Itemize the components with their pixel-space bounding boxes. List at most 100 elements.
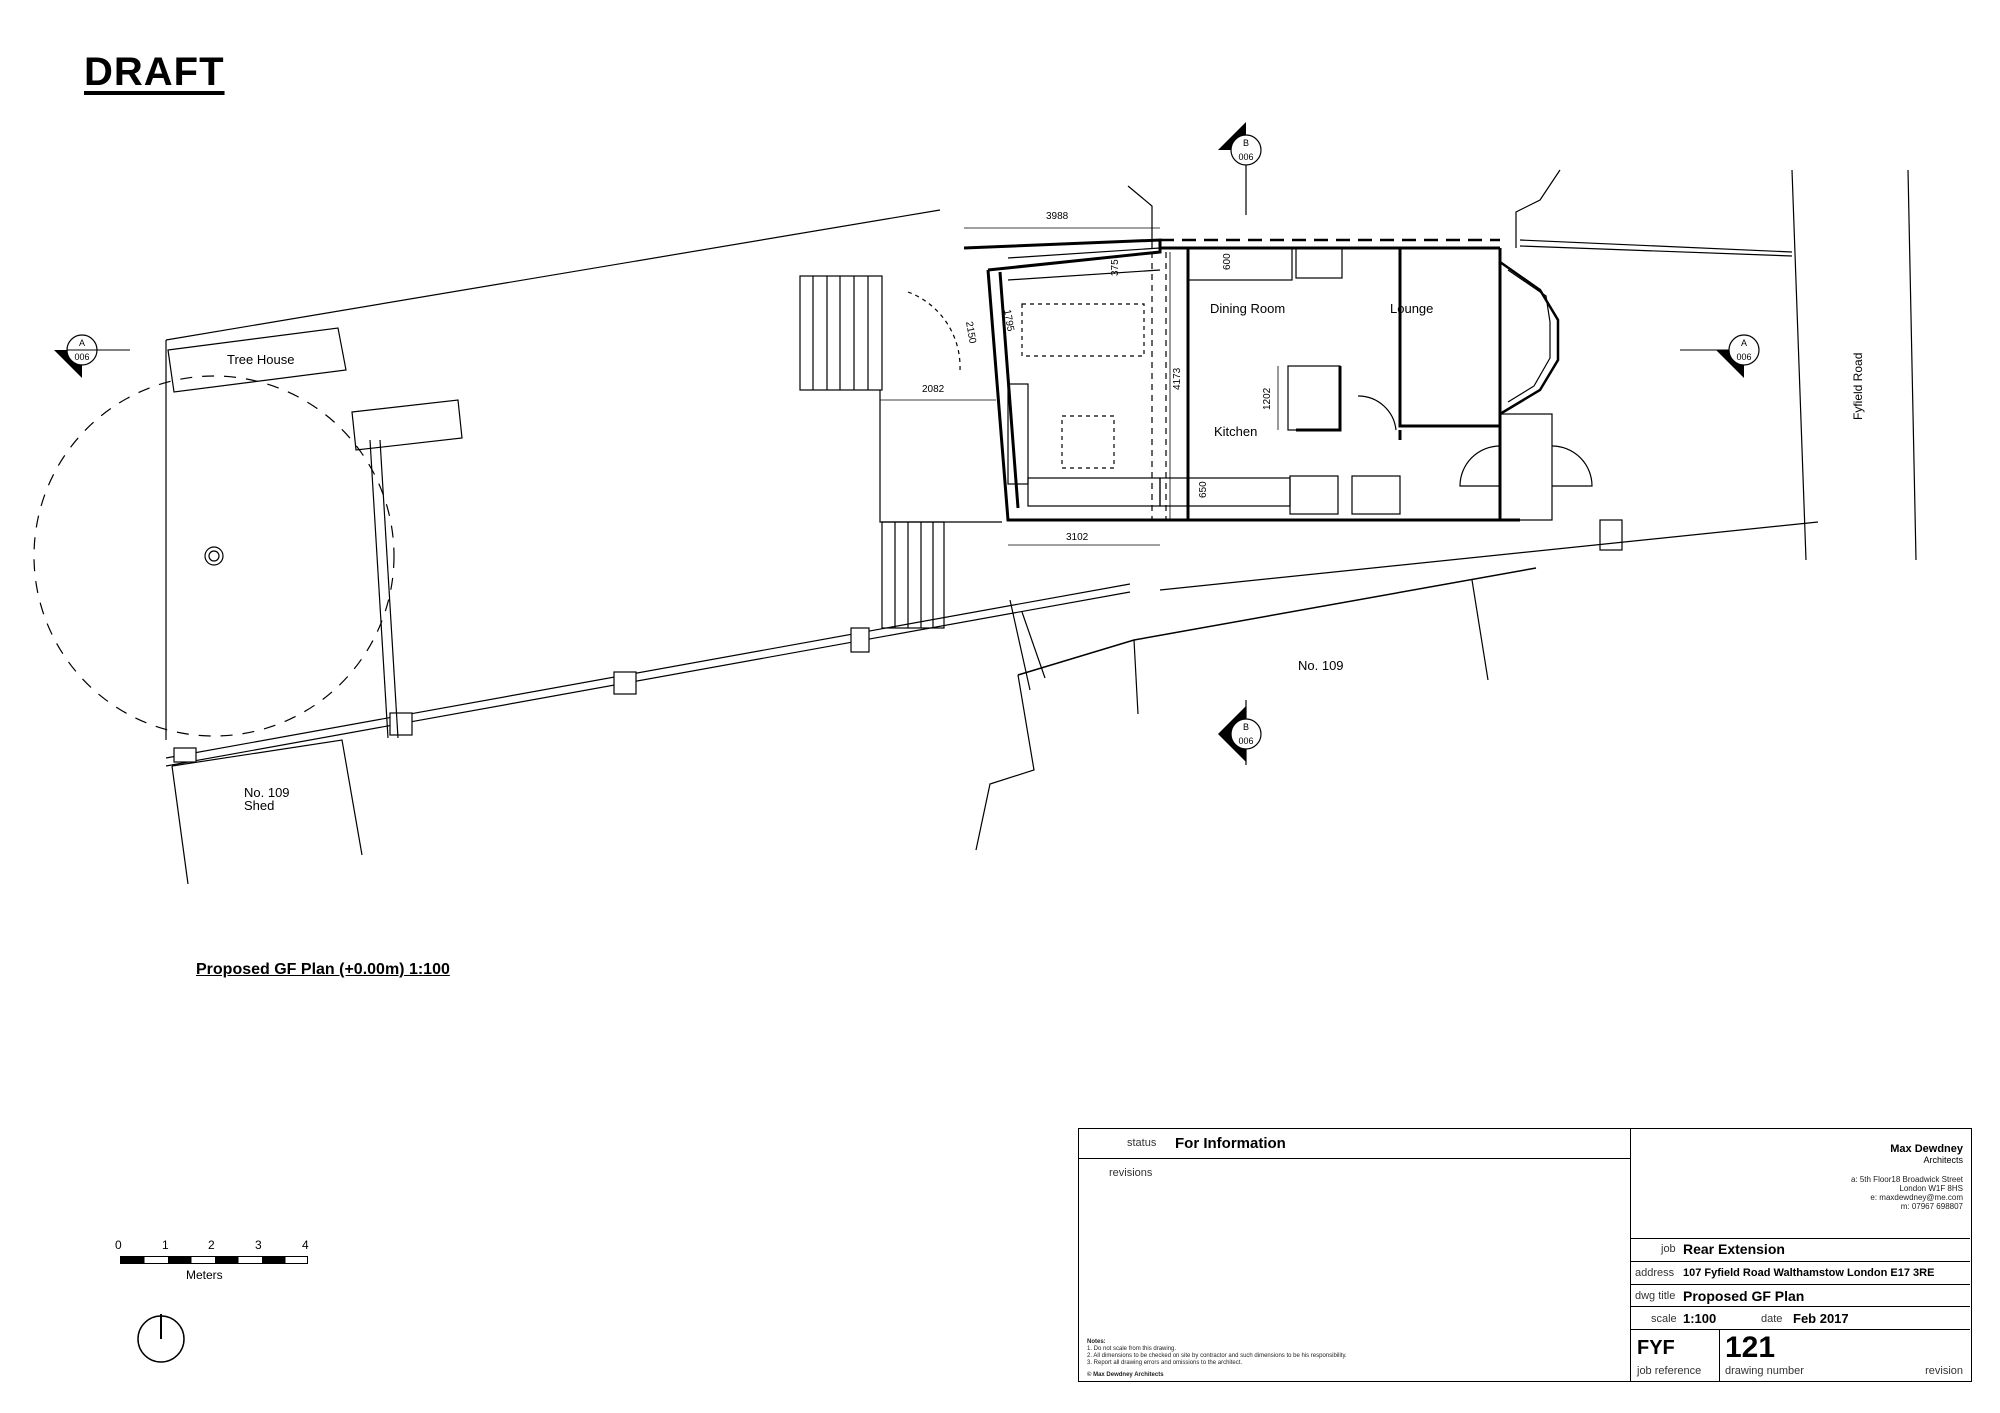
scale-tick: 0 [115,1238,122,1252]
job-value: Rear Extension [1683,1241,1785,1257]
neighbour-house-outline [1017,567,1537,676]
scale-tick: 4 [302,1238,309,1252]
front-boundary [1519,239,1793,253]
dim-1795: 1795 [1001,309,1016,333]
firm-name: Max Dewdney [1890,1143,1963,1155]
dim-4173: 4173 [1172,367,1183,390]
dim-3988: 3988 [1046,211,1069,222]
dwg-title-key: dwg title [1635,1290,1676,1302]
section-marker-b-north: B 006 [1218,122,1262,166]
extension-wall-north [963,238,1162,272]
firm-address-line: a: 5th Floor18 Broadwick Street [1850,1175,1963,1184]
shed-wall [171,765,189,885]
firm-address-line: e: maxdewdney@me.com [1870,1193,1963,1202]
scale-tick: 3 [255,1238,262,1252]
garden-steps [799,275,883,391]
scale-key: scale [1651,1313,1677,1325]
status-key: status [1127,1137,1157,1149]
dim-600: 600 [1222,253,1233,270]
scale-tick: 2 [208,1238,215,1252]
dim-1202: 1202 [1262,387,1273,410]
svg-text:006: 006 [1238,152,1253,162]
scale-unit: Meters [186,1268,223,1282]
plan-title: Proposed GF Plan (+0.00m) 1:100 [196,961,450,978]
scale-tick: 1 [162,1238,169,1252]
stair [1289,475,1339,515]
section-marker-a-west: A 006 [54,334,130,378]
road-label: Fyfield Road [1851,353,1865,420]
fence-post [850,627,870,653]
drawing-number-key: drawing number [1725,1365,1804,1377]
island [1061,415,1115,469]
svg-text:A: A [1741,338,1747,348]
dim-375: 375 [1110,259,1121,276]
lower-steps [881,521,945,629]
copyright: © Max Dewdney Architects [1087,1372,1164,1378]
garden-boundary-north [165,209,941,341]
fence-post [389,712,413,736]
draft-label: DRAFT [84,50,225,94]
lounge-label: Lounge [1390,301,1433,316]
firm-address-line: London W1F 8HS [1899,1184,1963,1193]
patio-door-swing [907,291,961,371]
firm-address-line: m: 07967 698807 [1900,1202,1963,1211]
tree-canopy [33,375,395,737]
bay-window [1499,260,1560,416]
tree-trunk [204,546,224,566]
kitchen-counter [1027,477,1161,507]
svg-text:006: 006 [1736,352,1751,362]
shed-label-line2: Shed [244,798,274,813]
tree-house-label: Tree House [227,352,294,367]
dim-3102: 3102 [1066,532,1089,543]
kitchen-unit [1287,365,1341,431]
scale-value: 1:100 [1683,1311,1717,1326]
note-line: 1. Do not scale from this drawing. [1087,1346,1177,1352]
worktop [1187,247,1293,281]
section-marker-a-east: A 006 [1680,334,1760,378]
road-edge [1907,169,1917,561]
pavement-line [1791,169,1807,561]
address-key: address [1635,1267,1675,1279]
shed-label-line1: No. 109 [244,785,290,800]
note-line: 2. All dimensions to be checked on site … [1087,1353,1347,1359]
kitchen-partition [1296,366,1342,432]
shed-wall [171,739,363,856]
lounge-wall [1398,248,1500,428]
scale-bar-graphic [120,1256,308,1264]
extension-wall-west [986,269,1160,522]
address-value: 107 Fyfield Road Walthamstow London E17 … [1683,1267,1935,1279]
fence-post [173,747,197,763]
date-value: Feb 2017 [1793,1311,1849,1326]
date-key: date [1761,1313,1783,1325]
kitchen-counter [1159,477,1291,507]
neighbour-boundary [1159,521,1819,591]
drawing-number-value: 121 [1725,1331,1776,1364]
dining-table [1021,303,1145,357]
garden-boundary-south [165,583,1131,759]
kitchen-door-swing [1357,395,1397,431]
front-porch [1499,413,1553,521]
svg-text:B: B [1243,138,1249,148]
worktop [1295,247,1343,279]
status-value: For Information [1175,1135,1286,1152]
revisions-key: revisions [1109,1167,1153,1179]
job-reference-value: FYF [1637,1337,1675,1359]
bin [1599,519,1623,551]
svg-text:006: 006 [74,352,89,362]
bench-outline [351,399,463,451]
svg-text:006: 006 [1238,736,1253,746]
note-line: 3. Report all drawing errors and omissio… [1087,1360,1243,1366]
dim-2082: 2082 [922,384,945,395]
side-counter [1007,383,1029,485]
revision-key: revision [1925,1365,1963,1377]
firm-sub: Architects [1923,1155,1963,1165]
dwg-title-value: Proposed GF Plan [1683,1288,1805,1304]
dim-2150: 2150 [963,321,978,345]
title-block: status For Information revisions Notes: … [1078,1128,1972,1382]
job-reference-key: job reference [1637,1365,1702,1377]
svg-text:A: A [79,338,85,348]
kitchen-label: Kitchen [1214,424,1257,439]
tree-house-outline [167,327,347,393]
neighbour-label: No. 109 [1298,658,1344,673]
